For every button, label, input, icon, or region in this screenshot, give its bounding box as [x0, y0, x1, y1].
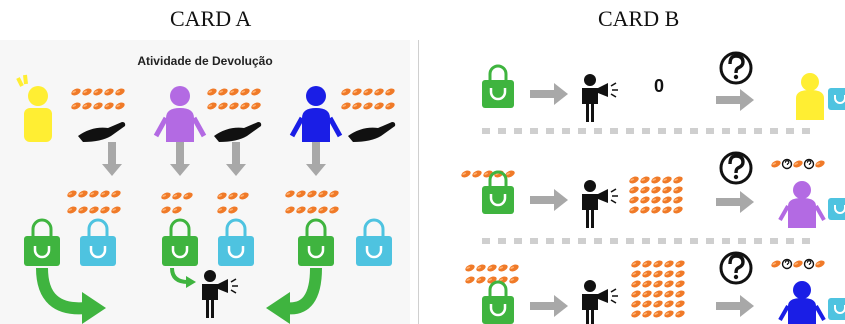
person-blue-icon	[778, 281, 826, 324]
down-arrow-icon	[306, 142, 326, 176]
green-curved-arrow-icon	[266, 267, 322, 324]
down-arrow-icon	[102, 142, 122, 176]
cyan-bag-icon	[827, 197, 845, 221]
bean-group-1-icon	[70, 87, 126, 111]
cyan-bag-icon	[827, 297, 845, 321]
cyan-bag-icon	[216, 218, 256, 268]
question-mark-icon	[719, 51, 753, 85]
hand-icon	[214, 122, 262, 142]
green-bag-icon	[480, 280, 516, 324]
green-bag-icon	[22, 218, 62, 268]
row-1-count: 0	[654, 76, 665, 96]
person-blue-icon	[289, 86, 343, 142]
right-arrow-icon	[716, 89, 754, 111]
bean-group-3-icon	[340, 87, 396, 111]
cyan-bag-icon	[827, 87, 845, 111]
megaphone-person-icon	[581, 179, 619, 229]
cyan-bag-icon	[354, 218, 394, 268]
right-arrow-icon	[716, 191, 754, 213]
bean-question-row-icon	[770, 258, 826, 270]
megaphone-person-icon	[201, 269, 239, 319]
right-arrow-icon	[716, 295, 754, 317]
row-separator	[482, 238, 810, 244]
person-yellow-icon	[16, 74, 52, 142]
card-b-illustration	[430, 51, 845, 324]
green-curved-arrow-icon	[170, 267, 196, 288]
right-arrow-icon	[530, 295, 568, 317]
bean-group-5-icon	[160, 191, 194, 215]
card-a-panel: Atividade de Devolução	[0, 40, 410, 324]
card-a-illustration	[16, 74, 410, 324]
bean-pile-icon	[628, 175, 684, 215]
right-arrow-icon	[530, 83, 568, 105]
person-yellow-icon	[796, 73, 824, 120]
person-purple-icon	[153, 86, 207, 142]
cyan-bag-icon	[78, 218, 118, 268]
green-bag-icon	[160, 218, 200, 268]
card-a-subtitle: Atividade de Devolução	[137, 54, 273, 68]
bean-group-7-icon	[284, 189, 340, 215]
megaphone-person-icon	[581, 279, 619, 324]
hand-icon	[348, 122, 396, 142]
question-mark-icon	[719, 151, 753, 185]
green-bag-icon	[296, 218, 336, 268]
down-arrow-icon	[226, 142, 246, 176]
bean-group-icon	[460, 169, 516, 179]
row-separator	[482, 128, 810, 134]
bean-pile-icon	[630, 259, 686, 319]
hand-icon	[78, 122, 126, 142]
bean-group-4-icon	[66, 189, 122, 215]
card-b-title: CARD B	[598, 6, 680, 31]
green-bag-icon	[480, 170, 516, 216]
megaphone-person-icon	[581, 73, 619, 123]
green-curved-arrow-icon	[36, 267, 106, 324]
bean-group-2-icon	[206, 87, 262, 111]
card-divider	[418, 40, 419, 324]
person-purple-icon	[778, 181, 826, 228]
bean-question-row-icon	[770, 158, 826, 170]
bean-group-6-icon	[216, 191, 250, 215]
right-arrow-icon	[530, 189, 568, 211]
question-mark-icon	[719, 251, 753, 285]
down-arrow-icon	[170, 142, 190, 176]
card-a-title: CARD A	[170, 6, 252, 31]
bean-group-icon	[464, 263, 520, 285]
green-bag-icon	[480, 64, 516, 110]
card-b-panel: 0	[430, 40, 845, 324]
